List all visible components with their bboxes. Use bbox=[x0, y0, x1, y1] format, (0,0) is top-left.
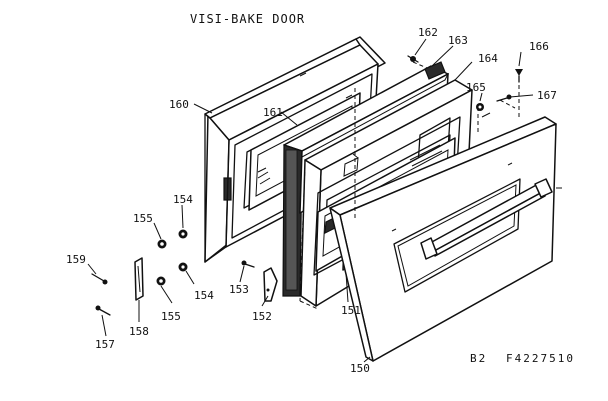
door-hinge-clip-152 bbox=[263, 267, 278, 302]
washer-155-lower bbox=[156, 276, 166, 286]
screw-166 bbox=[496, 94, 512, 102]
leader-lines bbox=[87, 38, 562, 363]
washer-155-upper bbox=[157, 239, 167, 249]
screw-165 bbox=[515, 69, 523, 83]
drawing-code-left: B2 bbox=[470, 352, 487, 365]
label-158: 159 bbox=[66, 253, 86, 266]
screw-158 bbox=[91, 273, 108, 285]
label-165: 166 bbox=[529, 40, 549, 53]
label-157: 157 bbox=[95, 338, 115, 351]
label-155-upper: 155 bbox=[133, 212, 153, 225]
label-150: 150 bbox=[350, 362, 370, 375]
label-164: 165 bbox=[466, 81, 486, 94]
label-161: 162 bbox=[418, 26, 438, 39]
label-155-lower: 155 bbox=[161, 310, 181, 323]
label-162: 163 bbox=[448, 34, 468, 47]
label-151: 151 bbox=[341, 304, 361, 317]
screw-161 bbox=[407, 55, 419, 63]
door-handle-167 bbox=[420, 178, 553, 260]
label-156: 158 bbox=[129, 325, 149, 338]
label-159: 160 bbox=[169, 98, 189, 111]
screw-157 bbox=[95, 305, 111, 316]
screw-153 bbox=[241, 260, 255, 268]
label-154-upper: 154 bbox=[173, 193, 193, 206]
label-154-lower: 154 bbox=[194, 289, 214, 302]
label-163: 164 bbox=[478, 52, 498, 65]
assembly-guide-lines bbox=[299, 61, 520, 310]
drawing-code-right: F4227510 bbox=[506, 352, 575, 365]
spacer-164 bbox=[476, 103, 484, 111]
nut-154-upper bbox=[178, 229, 188, 239]
diagram-title: VISI-BAKE DOOR bbox=[190, 12, 305, 26]
label-166: 167 bbox=[537, 89, 557, 102]
label-160: 161 bbox=[263, 106, 283, 119]
nut-154-lower bbox=[178, 262, 188, 272]
label-152: 152 bbox=[252, 310, 272, 323]
part-labels: 162 163 164 166 165 167 160 161 154 155 … bbox=[66, 26, 557, 375]
label-153: 153 bbox=[229, 283, 249, 296]
door-stop-bracket-156 bbox=[134, 257, 144, 301]
